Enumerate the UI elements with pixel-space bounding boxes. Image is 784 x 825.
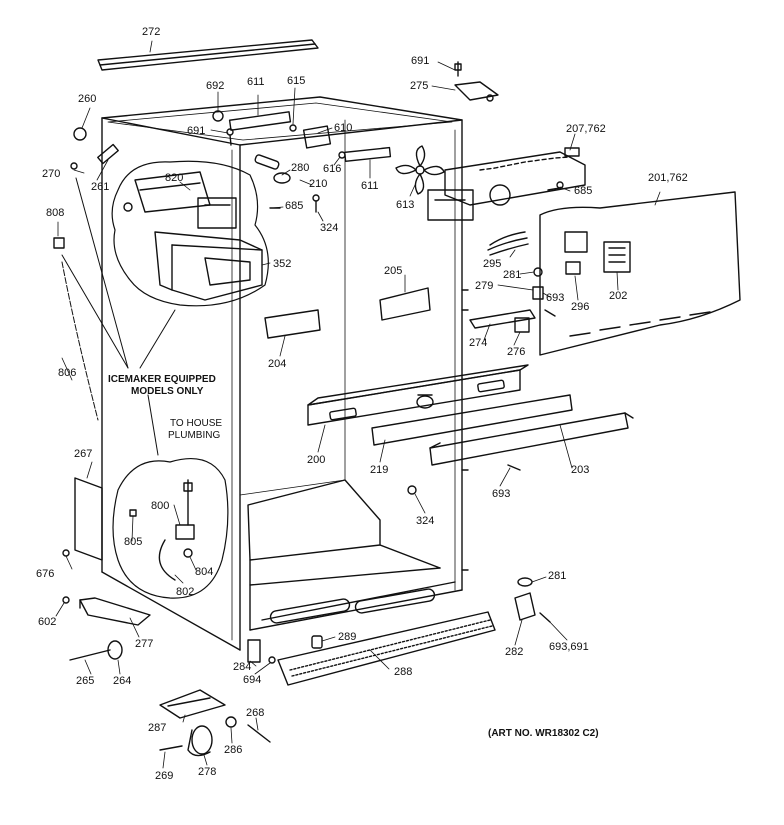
part-label-276: 276 bbox=[507, 346, 526, 358]
part-label-202: 202 bbox=[609, 290, 628, 302]
part-label-610: 610 bbox=[334, 122, 353, 134]
icemaker-leader-lines bbox=[61, 177, 176, 456]
part-label-203: 203 bbox=[571, 464, 590, 476]
part-label-805: 805 bbox=[124, 536, 143, 548]
part-label-685-right: 685 bbox=[574, 185, 593, 197]
part-label-802: 802 bbox=[176, 586, 195, 598]
part-label-806: 806 bbox=[58, 367, 77, 379]
part-label-676: 676 bbox=[36, 568, 55, 580]
part-label-616: 616 bbox=[323, 163, 342, 175]
evaporator-fan bbox=[395, 145, 445, 195]
part-label-685-left: 685 bbox=[285, 200, 304, 212]
part-label-281-bottom: 281 bbox=[548, 570, 567, 582]
center-mullion bbox=[307, 364, 529, 426]
part-label-205: 205 bbox=[384, 265, 403, 277]
roller-assembly bbox=[159, 689, 271, 757]
part-label-260: 260 bbox=[78, 93, 97, 105]
part-label-820: 820 bbox=[165, 172, 184, 184]
part-label-200: 200 bbox=[307, 454, 326, 466]
part-label-691-mid: 691 bbox=[187, 125, 206, 137]
part-label-808: 808 bbox=[46, 207, 65, 219]
part-label-324-top: 324 bbox=[320, 222, 339, 234]
part-label-288: 288 bbox=[394, 666, 413, 678]
top-trim-part bbox=[97, 39, 319, 71]
label-leader-lines bbox=[55, 40, 661, 769]
cabinet-body bbox=[101, 96, 469, 651]
plumbing-note-line2: PLUMBING bbox=[168, 430, 221, 441]
part-label-204: 204 bbox=[268, 358, 287, 370]
part-label-800: 800 bbox=[151, 500, 170, 512]
part-label-210: 210 bbox=[309, 178, 328, 190]
part-label-284: 284 bbox=[233, 661, 252, 673]
wiring-harness bbox=[469, 231, 556, 333]
part-label-275: 275 bbox=[410, 80, 429, 92]
part-label-324-bottom: 324 bbox=[416, 515, 435, 527]
part-label-265: 265 bbox=[76, 675, 95, 687]
part-label-280: 280 bbox=[291, 162, 310, 174]
part-label-277: 277 bbox=[135, 638, 154, 650]
part-label-261: 261 bbox=[91, 181, 110, 193]
part-label-268: 268 bbox=[246, 707, 265, 719]
water-valve-outline bbox=[112, 458, 229, 599]
mounting-bracket bbox=[379, 287, 431, 321]
part-label-611-right: 611 bbox=[361, 180, 379, 192]
part-label-295: 295 bbox=[483, 258, 502, 270]
part-label-296: 296 bbox=[571, 301, 590, 313]
part-label-264: 264 bbox=[113, 675, 132, 687]
top-hinge bbox=[454, 61, 499, 102]
part-label-694: 694 bbox=[243, 674, 262, 686]
part-label-693-top: 693 bbox=[546, 292, 565, 304]
part-label-272: 272 bbox=[142, 26, 161, 38]
part-label-287: 287 bbox=[148, 722, 167, 734]
water-valve-parts bbox=[129, 479, 195, 581]
part-label-269: 269 bbox=[155, 770, 174, 782]
front-rail bbox=[371, 394, 573, 446]
ice-bucket bbox=[154, 231, 263, 301]
evaporator-cover bbox=[539, 191, 741, 356]
icemaker-unit bbox=[123, 171, 237, 229]
part-label-274: 274 bbox=[469, 337, 488, 349]
part-label-278: 278 bbox=[198, 766, 217, 778]
art-number: (ART NO. WR18302 C2) bbox=[488, 728, 599, 739]
leveling-parts bbox=[69, 597, 151, 661]
part-label-207-762: 207,762 bbox=[566, 123, 606, 135]
part-label-611-top: 611 bbox=[247, 76, 265, 88]
fan-bracket bbox=[427, 147, 586, 221]
part-label-270: 270 bbox=[42, 168, 61, 180]
lower-rail bbox=[429, 412, 634, 466]
part-label-289: 289 bbox=[338, 631, 357, 643]
part-label-279: 279 bbox=[475, 280, 494, 292]
part-label-615: 615 bbox=[287, 75, 306, 87]
part-label-691-top: 691 bbox=[411, 55, 430, 67]
left-small-parts bbox=[53, 127, 119, 604]
part-label-219: 219 bbox=[370, 464, 389, 476]
part-label-286: 286 bbox=[224, 744, 243, 756]
part-label-352: 352 bbox=[273, 258, 292, 270]
door-stop-parts bbox=[514, 577, 551, 623]
part-label-282: 282 bbox=[505, 646, 524, 658]
part-label-281-top: 281 bbox=[503, 269, 522, 281]
side-panel bbox=[74, 477, 103, 561]
part-label-613: 613 bbox=[396, 199, 415, 211]
part-label-602: 602 bbox=[38, 616, 57, 628]
plumbing-note-line1: TO HOUSE bbox=[170, 418, 223, 429]
part-label-201-762: 201,762 bbox=[648, 172, 688, 184]
icemaker-outline bbox=[111, 160, 269, 307]
icemaker-note-line1: ICEMAKER EQUIPPED bbox=[108, 374, 216, 385]
part-label-804: 804 bbox=[195, 566, 214, 578]
grille-clips bbox=[247, 635, 323, 664]
part-label-693-691: 693,691 bbox=[549, 641, 589, 653]
kick-plate-grille bbox=[277, 611, 496, 686]
part-label-693-mid: 693 bbox=[492, 488, 511, 500]
icemaker-note-line2: MODELS ONLY bbox=[131, 386, 204, 397]
part-label-692: 692 bbox=[206, 80, 225, 92]
part-label-267: 267 bbox=[74, 448, 93, 460]
side-bracket bbox=[264, 309, 321, 339]
